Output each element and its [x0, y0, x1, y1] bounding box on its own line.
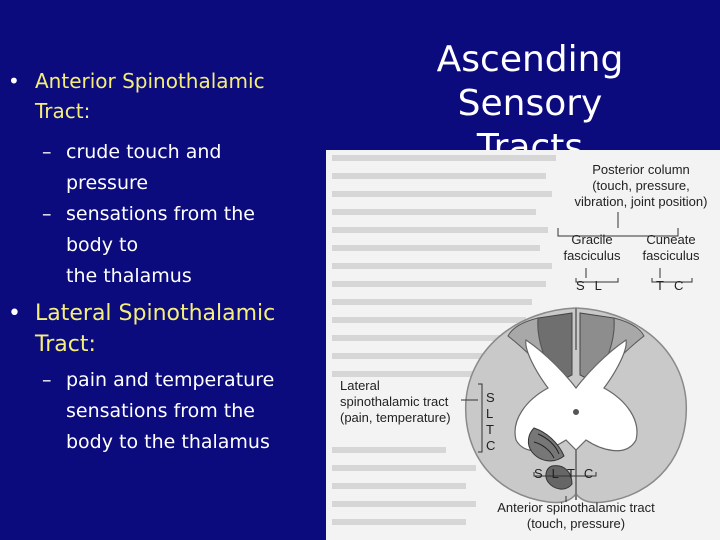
- lateral-tract-band: [537, 433, 560, 455]
- bullet-lateral-heading: Lateral Spinothalamic Tract:: [35, 298, 335, 360]
- dash-icon: –: [42, 369, 52, 391]
- heading-line: Anterior Spinothalamic: [35, 69, 265, 93]
- posterior-letters-left: SL: [576, 278, 612, 293]
- subitem-line: body to: [66, 234, 139, 256]
- subitem-line: the thalamus: [66, 265, 192, 287]
- heading-line: Tract:: [35, 332, 96, 357]
- gracile-bracket: [575, 278, 619, 283]
- anterior-tract-label: Anterior spinothalamic tract (touch, pre…: [497, 500, 655, 531]
- background-text-lines: [332, 155, 556, 525]
- cuneate-bracket: [651, 278, 693, 283]
- bullet-dot-icon: •: [8, 301, 21, 326]
- gracile-label: Gracile fasciculus: [563, 232, 621, 263]
- subitem-line: pressure: [66, 172, 149, 194]
- lateral-letters: S L T C: [486, 390, 496, 453]
- slide-title: Ascending Sensory Tracts: [360, 38, 700, 170]
- bullet-dot-icon: •: [8, 69, 20, 93]
- dash-icon: –: [42, 141, 52, 163]
- anterior-tract-shape: [545, 465, 573, 490]
- anterior-bracket: [533, 472, 597, 477]
- posterior-column-label: Posterior column (touch, pressure, vibra…: [574, 162, 708, 209]
- heading-line: Tract:: [35, 99, 91, 123]
- subitem-line: pain and temperature: [66, 369, 275, 391]
- lateral-tract-band: [533, 441, 555, 459]
- title-line-1: Ascending Sensory: [436, 39, 624, 124]
- bullet-list: • Anterior Spinothalamic Tract: – crude …: [0, 0, 330, 540]
- subitem-line: sensations from the: [66, 400, 255, 422]
- posterior-column-bracket: [557, 228, 679, 237]
- spinal-cord-figure: Posterior column (touch, pressure, vibra…: [326, 150, 720, 540]
- bullet-anterior-heading: Anterior Spinothalamic Tract:: [35, 66, 335, 126]
- subitem-line: crude touch and: [66, 141, 222, 163]
- dash-icon: –: [42, 203, 52, 225]
- anterior-letters: SLTC: [534, 466, 603, 481]
- spinal-cord-diagram: [332, 155, 693, 525]
- lateral-bracket: [478, 383, 483, 453]
- central-canal: [573, 409, 579, 415]
- heading-line: Lateral Spinothalamic: [35, 301, 276, 326]
- lateral-tract-shape: [527, 427, 565, 462]
- lateral-tract-label: Lateral spinothalamic tract (pain, tempe…: [340, 378, 451, 425]
- cuneate-label: Cuneate fasciculus: [642, 232, 700, 263]
- subitem-line: sensations from the: [66, 203, 255, 225]
- posterior-letters-right: TC: [656, 278, 694, 293]
- subitem-line: body to the thalamus: [66, 431, 270, 453]
